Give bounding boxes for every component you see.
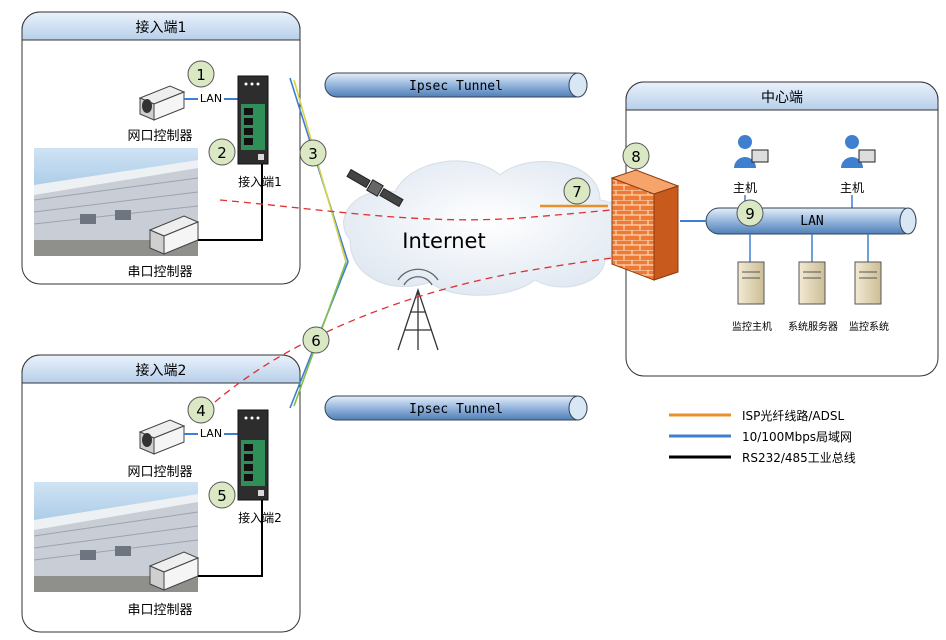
step-marker-3: 3 <box>299 139 327 167</box>
svg-text:7: 7 <box>572 183 582 201</box>
ipsec-tunnel-bottom: Ipsec Tunnel <box>324 395 588 421</box>
legend: ISP光纤线路/ADSL 10/100Mbps局域网 RS232/485工业总线 <box>669 408 856 465</box>
radio-tower-icon <box>397 268 439 351</box>
svg-text:8: 8 <box>631 148 641 166</box>
access1-serial-controller-label: 串口控制器 <box>127 265 192 280</box>
access2-net-controller-label: 网口控制器 <box>127 465 192 480</box>
step-marker-8: 8 <box>622 142 650 170</box>
svg-text:9: 9 <box>745 205 755 223</box>
access1-panel: 接入端1 网口控制器 LAN <box>21 11 301 285</box>
step-marker-9: 9 <box>736 199 764 227</box>
step-marker-7: 7 <box>563 177 591 205</box>
svg-text:1: 1 <box>196 66 206 84</box>
access2-serial-controller-label: 串口控制器 <box>127 603 192 618</box>
server-icon <box>854 261 882 305</box>
router-device-icon <box>237 75 269 165</box>
server3-label: 监控系统 <box>849 320 889 333</box>
step-marker-5: 5 <box>208 481 236 509</box>
server-icon <box>737 261 765 305</box>
center-title: 中心端 <box>761 90 803 106</box>
access2-lan-label: LAN <box>200 427 222 440</box>
legend-item-lan: 10/100Mbps局域网 <box>742 430 852 444</box>
svg-text:3: 3 <box>308 145 318 163</box>
internet-cloud: Internet <box>343 160 632 296</box>
access2-device-label: 接入端2 <box>238 510 282 525</box>
internet-label: Internet <box>402 229 485 253</box>
svg-text:5: 5 <box>217 487 227 505</box>
server-icon <box>798 261 826 305</box>
camera-icon <box>138 419 186 455</box>
legend-item-isp: ISP光纤线路/ADSL <box>742 408 845 423</box>
step-marker-4: 4 <box>187 396 215 424</box>
center-lan-label: LAN <box>800 214 823 229</box>
tunnel-bottom-label: Ipsec Tunnel <box>409 402 503 417</box>
host2-label: 主机 <box>840 181 864 195</box>
step-marker-1: 1 <box>187 60 215 88</box>
serial-device-icon <box>148 551 200 591</box>
access1-title: 接入端1 <box>136 19 187 36</box>
host-computer-icon <box>841 135 876 168</box>
legend-item-bus: RS232/485工业总线 <box>742 451 856 465</box>
host1-label: 主机 <box>733 181 757 195</box>
step-marker-6: 6 <box>302 326 330 354</box>
svg-text:2: 2 <box>217 144 227 162</box>
svg-text:4: 4 <box>196 402 206 420</box>
step-marker-2: 2 <box>208 138 236 166</box>
server1-label: 监控主机 <box>732 320 772 333</box>
router-device-icon <box>237 409 269 501</box>
access2-title: 接入端2 <box>136 362 187 379</box>
access1-net-controller-label: 网口控制器 <box>127 129 192 144</box>
camera-icon <box>138 85 186 121</box>
server2-label: 系统服务器 <box>788 320 838 333</box>
ipsec-tunnel-top: Ipsec Tunnel <box>324 72 588 98</box>
tunnel-top-label: Ipsec Tunnel <box>409 79 503 94</box>
access1-lan-label: LAN <box>200 92 222 105</box>
svg-text:6: 6 <box>311 332 321 350</box>
firewall-icon <box>610 169 680 281</box>
access1-device-label: 接入端1 <box>238 174 282 189</box>
satellite-icon <box>346 168 404 208</box>
center-panel: 中心端 主机 主机 LAN <box>625 81 939 377</box>
host-computer-icon <box>734 135 769 168</box>
access2-panel: 接入端2 网口控制器 LAN 接入端2 <box>21 354 301 633</box>
